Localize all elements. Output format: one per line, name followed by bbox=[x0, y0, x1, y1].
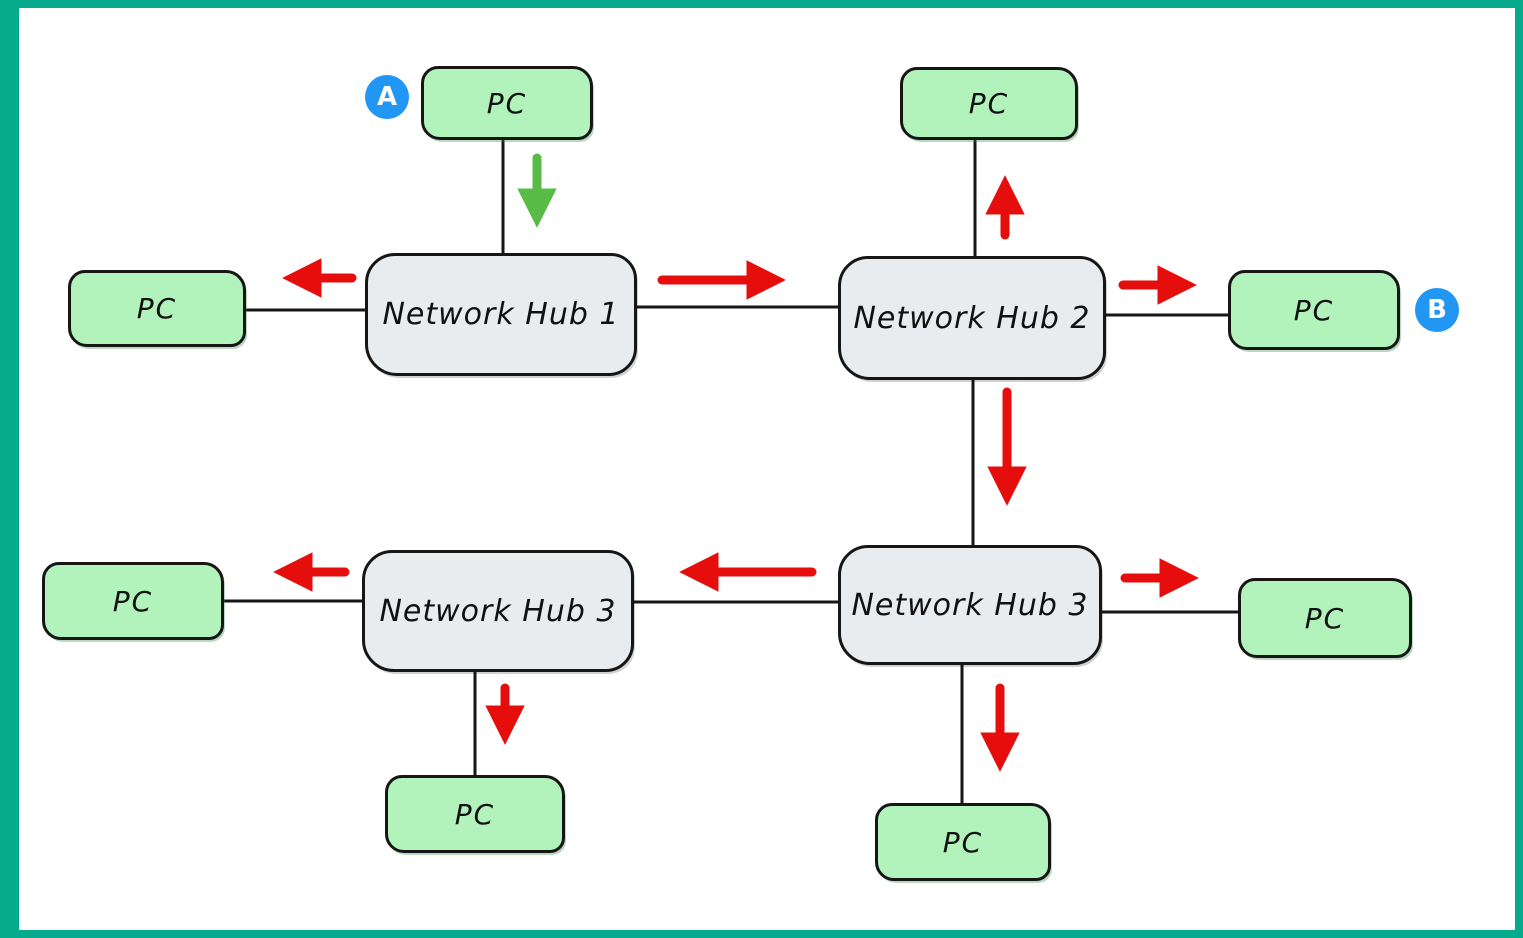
pc-label: PC bbox=[942, 825, 984, 859]
hub-label: Network Hub 3 bbox=[851, 587, 1089, 623]
pc-label: PC bbox=[112, 584, 154, 618]
hub-label: Network Hub 2 bbox=[853, 300, 1091, 336]
pc-label: PC bbox=[454, 797, 496, 831]
network-hub-1-node: Network Hub 1 bbox=[365, 253, 637, 376]
pc-label: PC bbox=[1293, 293, 1335, 327]
pc-node-b: PC bbox=[1228, 270, 1400, 350]
pc-node-a: PC bbox=[421, 66, 593, 140]
hub-label: Network Hub 1 bbox=[382, 297, 620, 332]
pc-node-hub3r-right: PC bbox=[1238, 578, 1412, 658]
badge-a: A bbox=[365, 75, 409, 119]
pc-label: PC bbox=[136, 292, 178, 325]
pc-label: PC bbox=[1304, 601, 1346, 635]
network-hub-3-right-node: Network Hub 3 bbox=[838, 545, 1102, 665]
pc-node-hub1-left: PC bbox=[68, 270, 246, 347]
connections-layer bbox=[222, 138, 1240, 805]
hub-label: Network Hub 3 bbox=[379, 593, 617, 629]
badge-b: B bbox=[1415, 288, 1459, 332]
pc-node-hub3l-bottom: PC bbox=[385, 775, 565, 853]
pc-label: PC bbox=[486, 86, 528, 120]
pc-node-hub3l-left: PC bbox=[42, 562, 224, 640]
network-hub-3-left-node: Network Hub 3 bbox=[362, 550, 634, 672]
network-hub-2-node: Network Hub 2 bbox=[838, 256, 1106, 380]
pc-label: PC bbox=[968, 87, 1010, 120]
pc-node-hub2-top: PC bbox=[900, 67, 1078, 140]
pc-node-hub3r-bottom: PC bbox=[875, 803, 1051, 881]
